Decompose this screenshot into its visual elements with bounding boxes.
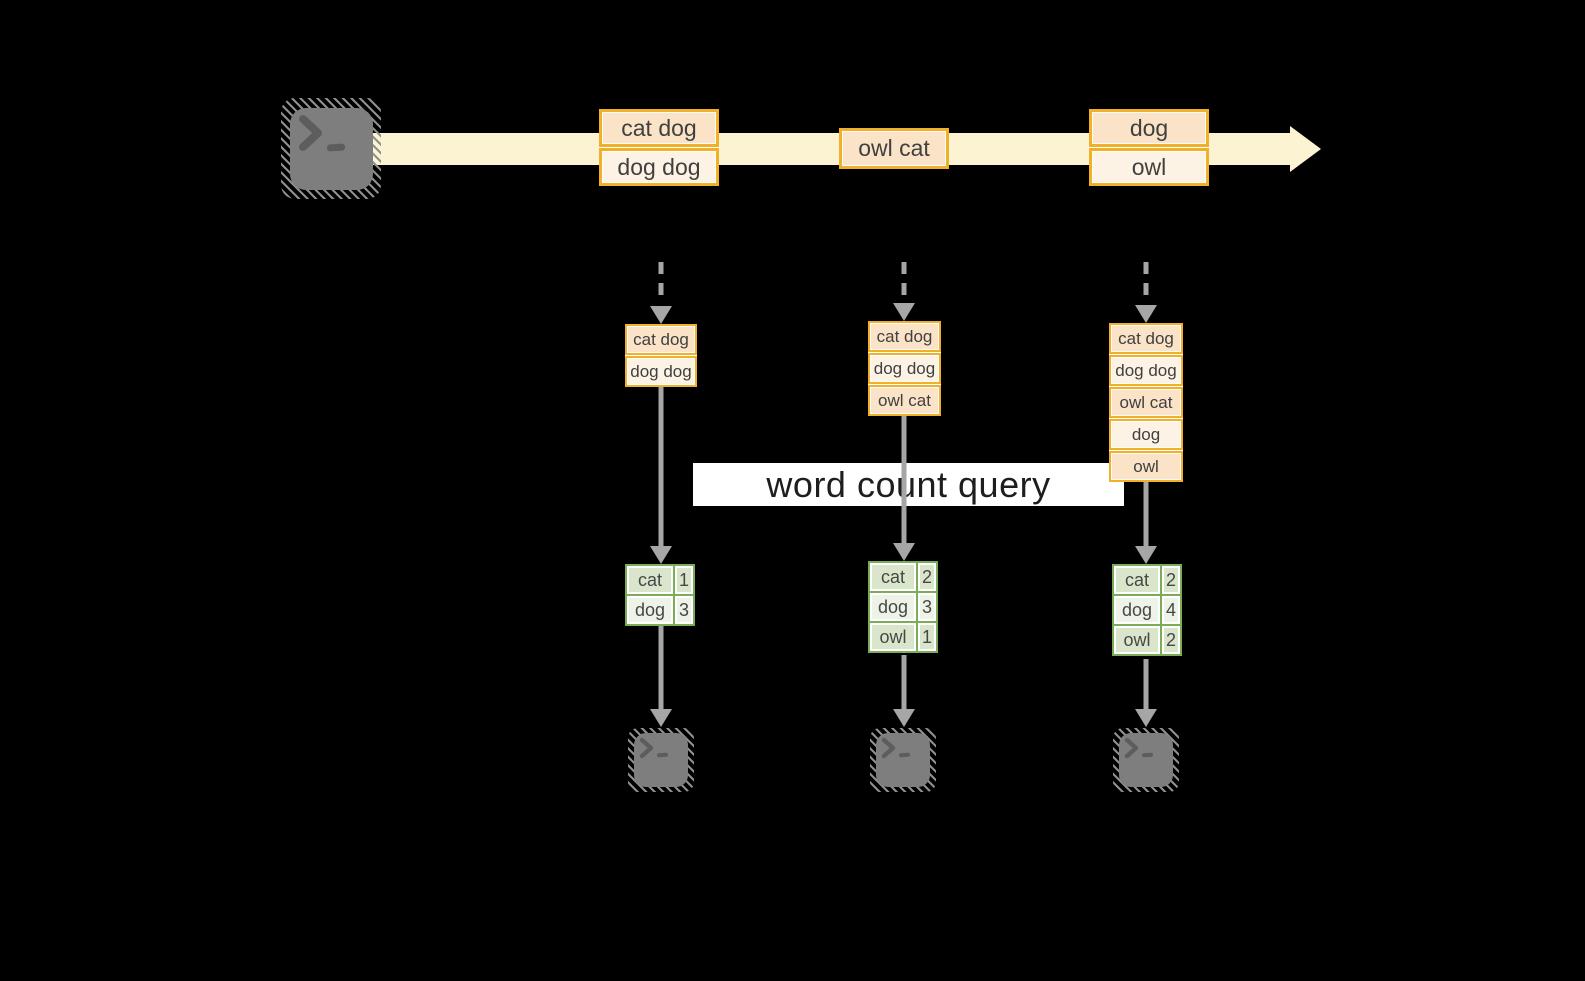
dashed-arrow-icon: [893, 262, 915, 321]
arrow-icon: [893, 416, 915, 561]
word-cell: cat: [625, 564, 675, 596]
arrow-icon: [650, 387, 672, 564]
event-cell: dog dog: [599, 148, 719, 186]
table-row: dog 4: [1112, 594, 1182, 626]
buffer-cell: owl cat: [1109, 387, 1183, 418]
buffer-cell: dog: [1109, 419, 1183, 450]
arrow-icon: [1135, 482, 1157, 564]
event-cell: cat dog: [599, 109, 719, 147]
count-table: cat 2 dog 3 owl 1: [868, 561, 938, 653]
count-table: cat 2 dog 4 owl 2: [1112, 564, 1182, 656]
query-label: word count query: [766, 463, 1051, 505]
buffer-cell: cat dog: [1109, 323, 1183, 354]
stream-event-box: dog owl: [1089, 109, 1209, 186]
word-cell: owl: [868, 621, 918, 653]
source-terminal-icon: [281, 98, 381, 199]
prompt-icon: [299, 115, 346, 152]
stream-event-box: cat dog dog dog: [599, 109, 719, 186]
count-table: cat 1 dog 3: [625, 564, 695, 626]
table-row: owl 2: [1112, 624, 1182, 656]
word-cell: cat: [1112, 564, 1162, 596]
sink-terminal-icon: [628, 728, 694, 792]
word-cell: dog: [868, 591, 918, 623]
prompt-icon: [1124, 737, 1153, 759]
arrow-icon: [893, 655, 915, 727]
count-cell: 1: [673, 564, 695, 596]
buffer-stack: cat dog dog dog owl cat dog owl: [1109, 323, 1183, 482]
table-row: cat 2: [868, 561, 938, 593]
arrow-icon: [1135, 659, 1157, 727]
dashed-arrow-icon: [1135, 262, 1157, 323]
table-row: dog 3: [868, 591, 938, 623]
word-cell: dog: [625, 594, 675, 626]
table-row: dog 3: [625, 594, 695, 626]
event-cell: owl cat: [839, 128, 949, 169]
sink-terminal-icon: [1113, 728, 1179, 792]
prompt-icon: [639, 737, 668, 759]
count-cell: 3: [673, 594, 695, 626]
table-row: cat 1: [625, 564, 695, 596]
word-cell: cat: [868, 561, 918, 593]
table-row: owl 1: [868, 621, 938, 653]
sink-terminal-icon: [870, 728, 936, 792]
event-cell: owl: [1089, 148, 1209, 186]
buffer-cell: owl: [1109, 451, 1183, 482]
buffer-cell: dog dog: [868, 353, 941, 384]
table-row: cat 2: [1112, 564, 1182, 596]
stream-event-box: owl cat: [839, 128, 949, 169]
prompt-icon: [881, 737, 910, 759]
word-cell: dog: [1112, 594, 1162, 626]
buffer-cell: dog dog: [1109, 355, 1183, 386]
event-cell: dog: [1089, 109, 1209, 147]
count-cell: 2: [1160, 564, 1182, 596]
buffer-stack: cat dog dog dog: [625, 324, 697, 387]
count-cell: 2: [1160, 624, 1182, 656]
count-cell: 2: [916, 561, 938, 593]
arrow-icon: [650, 626, 672, 727]
query-band: word count query: [693, 463, 1124, 506]
word-cell: owl: [1112, 624, 1162, 656]
buffer-cell: cat dog: [625, 324, 697, 355]
buffer-cell: owl cat: [868, 385, 941, 416]
dashed-arrow-icon: [650, 262, 672, 324]
buffer-cell: cat dog: [868, 321, 941, 352]
stream-arrowhead-icon: [1290, 126, 1321, 172]
count-cell: 3: [916, 591, 938, 623]
count-cell: 1: [916, 621, 938, 653]
buffer-stack: cat dog dog dog owl cat: [868, 321, 941, 416]
count-cell: 4: [1160, 594, 1182, 626]
buffer-cell: dog dog: [625, 356, 697, 387]
